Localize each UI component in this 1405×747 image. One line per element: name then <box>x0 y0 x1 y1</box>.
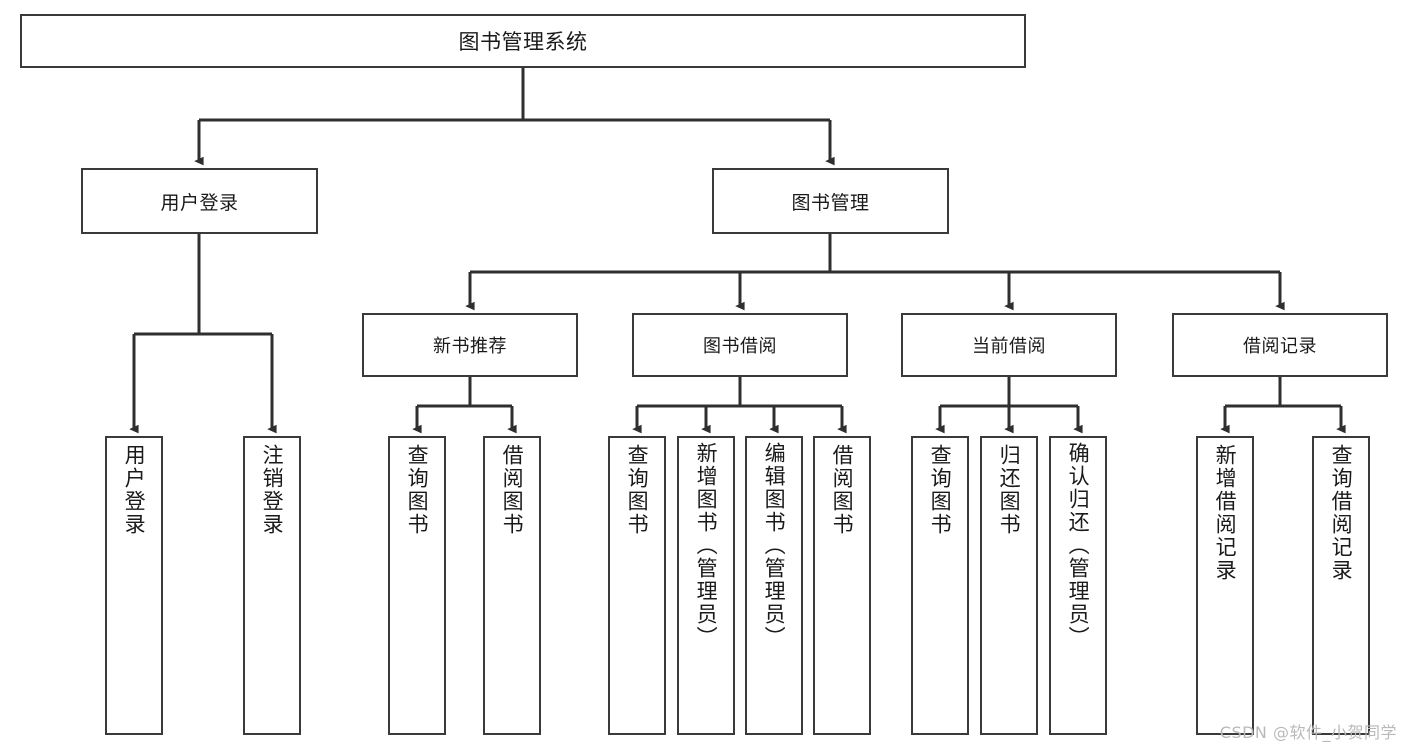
node-label: 查询图书 <box>405 444 430 536</box>
leaf-user-login[interactable]: 用户登录 <box>105 436 163 735</box>
node-current-borrow[interactable]: 当前借阅 <box>901 313 1117 377</box>
leaf-add-book-admin[interactable]: 新增图书（管理员） <box>677 436 735 735</box>
node-user-login[interactable]: 用户登录 <box>81 168 318 234</box>
node-label: 图书借阅 <box>703 336 777 357</box>
node-label: 注销登录 <box>260 444 285 536</box>
node-label: 图书管理系统 <box>458 30 588 54</box>
leaf-return-book[interactable]: 归还图书 <box>980 436 1038 735</box>
node-root-system[interactable]: 图书管理系统 <box>20 14 1026 68</box>
leaf-add-borrow-record[interactable]: 新增借阅记录 <box>1196 436 1254 735</box>
node-label: 归还图书 <box>997 444 1022 536</box>
leaf-query-borrow-record[interactable]: 查询借阅记录 <box>1312 436 1370 735</box>
node-label: 当前借阅 <box>972 336 1046 357</box>
node-label: 借阅记录 <box>1243 336 1317 357</box>
node-label: 查询图书 <box>928 444 953 536</box>
node-label: 图书管理 <box>791 191 870 214</box>
watermark-text: CSDN @软件_小贺同学 <box>1219 723 1397 742</box>
node-label: 借阅图书 <box>500 444 525 536</box>
leaf-logout[interactable]: 注销登录 <box>243 436 301 735</box>
node-label: 借阅图书 <box>830 444 855 536</box>
node-new-book-recommend[interactable]: 新书推荐 <box>362 313 578 377</box>
node-label: 用户登录 <box>122 444 147 536</box>
leaf-query-book-borrow[interactable]: 查询图书 <box>608 436 666 735</box>
node-label: 查询借阅记录 <box>1329 444 1354 582</box>
leaf-confirm-return-admin[interactable]: 确认归还（管理员） <box>1049 436 1107 735</box>
leaf-borrow-book-recommend[interactable]: 借阅图书 <box>483 436 541 735</box>
node-label: 新书推荐 <box>433 336 507 357</box>
leaf-query-book-current[interactable]: 查询图书 <box>911 436 969 735</box>
node-label: 编辑图书（管理员） <box>762 442 787 649</box>
node-label: 新增图书（管理员） <box>694 442 719 649</box>
node-label: 用户登录 <box>160 191 239 214</box>
leaf-query-book-recommend[interactable]: 查询图书 <box>388 436 446 735</box>
node-borrow-record[interactable]: 借阅记录 <box>1172 313 1388 377</box>
node-label: 新增借阅记录 <box>1213 444 1238 582</box>
leaf-borrow-book[interactable]: 借阅图书 <box>813 436 871 735</box>
node-label: 查询图书 <box>625 444 650 536</box>
leaf-edit-book-admin[interactable]: 编辑图书（管理员） <box>745 436 803 735</box>
node-book-borrow[interactable]: 图书借阅 <box>632 313 848 377</box>
node-label: 确认归还（管理员） <box>1066 442 1091 649</box>
node-book-management[interactable]: 图书管理 <box>712 168 949 234</box>
